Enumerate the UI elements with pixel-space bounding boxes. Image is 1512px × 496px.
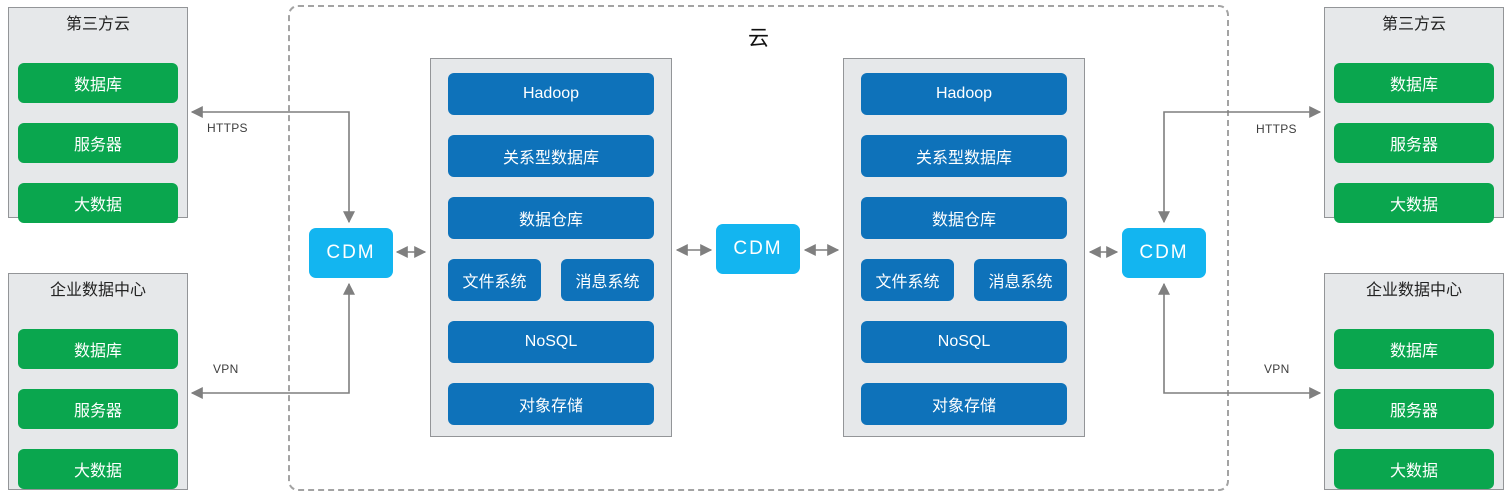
nosql-node: NoSQL (448, 321, 654, 363)
server-node: 服务器 (1334, 123, 1494, 163)
cdm-node-left: CDM (309, 228, 393, 278)
bigdata-node: 大数据 (1334, 449, 1494, 489)
vpn-label-left: VPN (213, 362, 239, 376)
server-node: 服务器 (18, 389, 178, 429)
right-enterprise-datacenter-panel: 企业数据中心 数据库 服务器 大数据 (1324, 273, 1504, 490)
hadoop-node: Hadoop (448, 73, 654, 115)
cloud-title: 云 (748, 27, 769, 50)
vpn-label-right: VPN (1264, 362, 1290, 376)
https-label-right: HTTPS (1256, 122, 1297, 136)
message-system-node: 消息系统 (561, 259, 654, 301)
hadoop-node: Hadoop (861, 73, 1067, 115)
database-node: 数据库 (1334, 329, 1494, 369)
relational-db-node: 关系型数据库 (448, 135, 654, 177)
panel-title: 企业数据中心 (1365, 282, 1462, 299)
server-node: 服务器 (1334, 389, 1494, 429)
right-third-party-cloud-panel: 第三方云 数据库 服务器 大数据 (1324, 7, 1504, 223)
object-storage-node: 对象存储 (448, 383, 654, 425)
cloud-services-panel-left: Hadoop 关系型数据库 数据仓库 文件系统 消息系统 NoSQL 对象存储 (430, 58, 672, 437)
server-node: 服务器 (18, 123, 178, 163)
message-system-node: 消息系统 (974, 259, 1067, 301)
relational-db-node: 关系型数据库 (861, 135, 1067, 177)
data-warehouse-node: 数据仓库 (861, 197, 1067, 239)
cloud-boundary (288, 5, 1229, 491)
bigdata-node: 大数据 (18, 449, 178, 489)
cdm-node-right: CDM (1122, 228, 1206, 278)
database-node: 数据库 (1334, 63, 1494, 103)
file-system-node: 文件系统 (861, 259, 954, 301)
left-third-party-cloud-panel: 第三方云 数据库 服务器 大数据 (8, 7, 188, 223)
file-system-node: 文件系统 (448, 259, 541, 301)
cloud-services-panel-right: Hadoop 关系型数据库 数据仓库 文件系统 消息系统 NoSQL 对象存储 (843, 58, 1085, 437)
cdm-node-middle: CDM (716, 224, 800, 274)
database-node: 数据库 (18, 63, 178, 103)
bigdata-node: 大数据 (18, 183, 178, 223)
panel-title: 第三方云 (65, 16, 130, 33)
object-storage-node: 对象存储 (861, 383, 1067, 425)
panel-title: 企业数据中心 (49, 282, 146, 299)
data-warehouse-node: 数据仓库 (448, 197, 654, 239)
nosql-node: NoSQL (861, 321, 1067, 363)
left-enterprise-datacenter-panel: 企业数据中心 数据库 服务器 大数据 (8, 273, 188, 490)
database-node: 数据库 (18, 329, 178, 369)
https-label-left: HTTPS (207, 121, 248, 135)
panel-title: 第三方云 (1381, 16, 1446, 33)
bigdata-node: 大数据 (1334, 183, 1494, 223)
